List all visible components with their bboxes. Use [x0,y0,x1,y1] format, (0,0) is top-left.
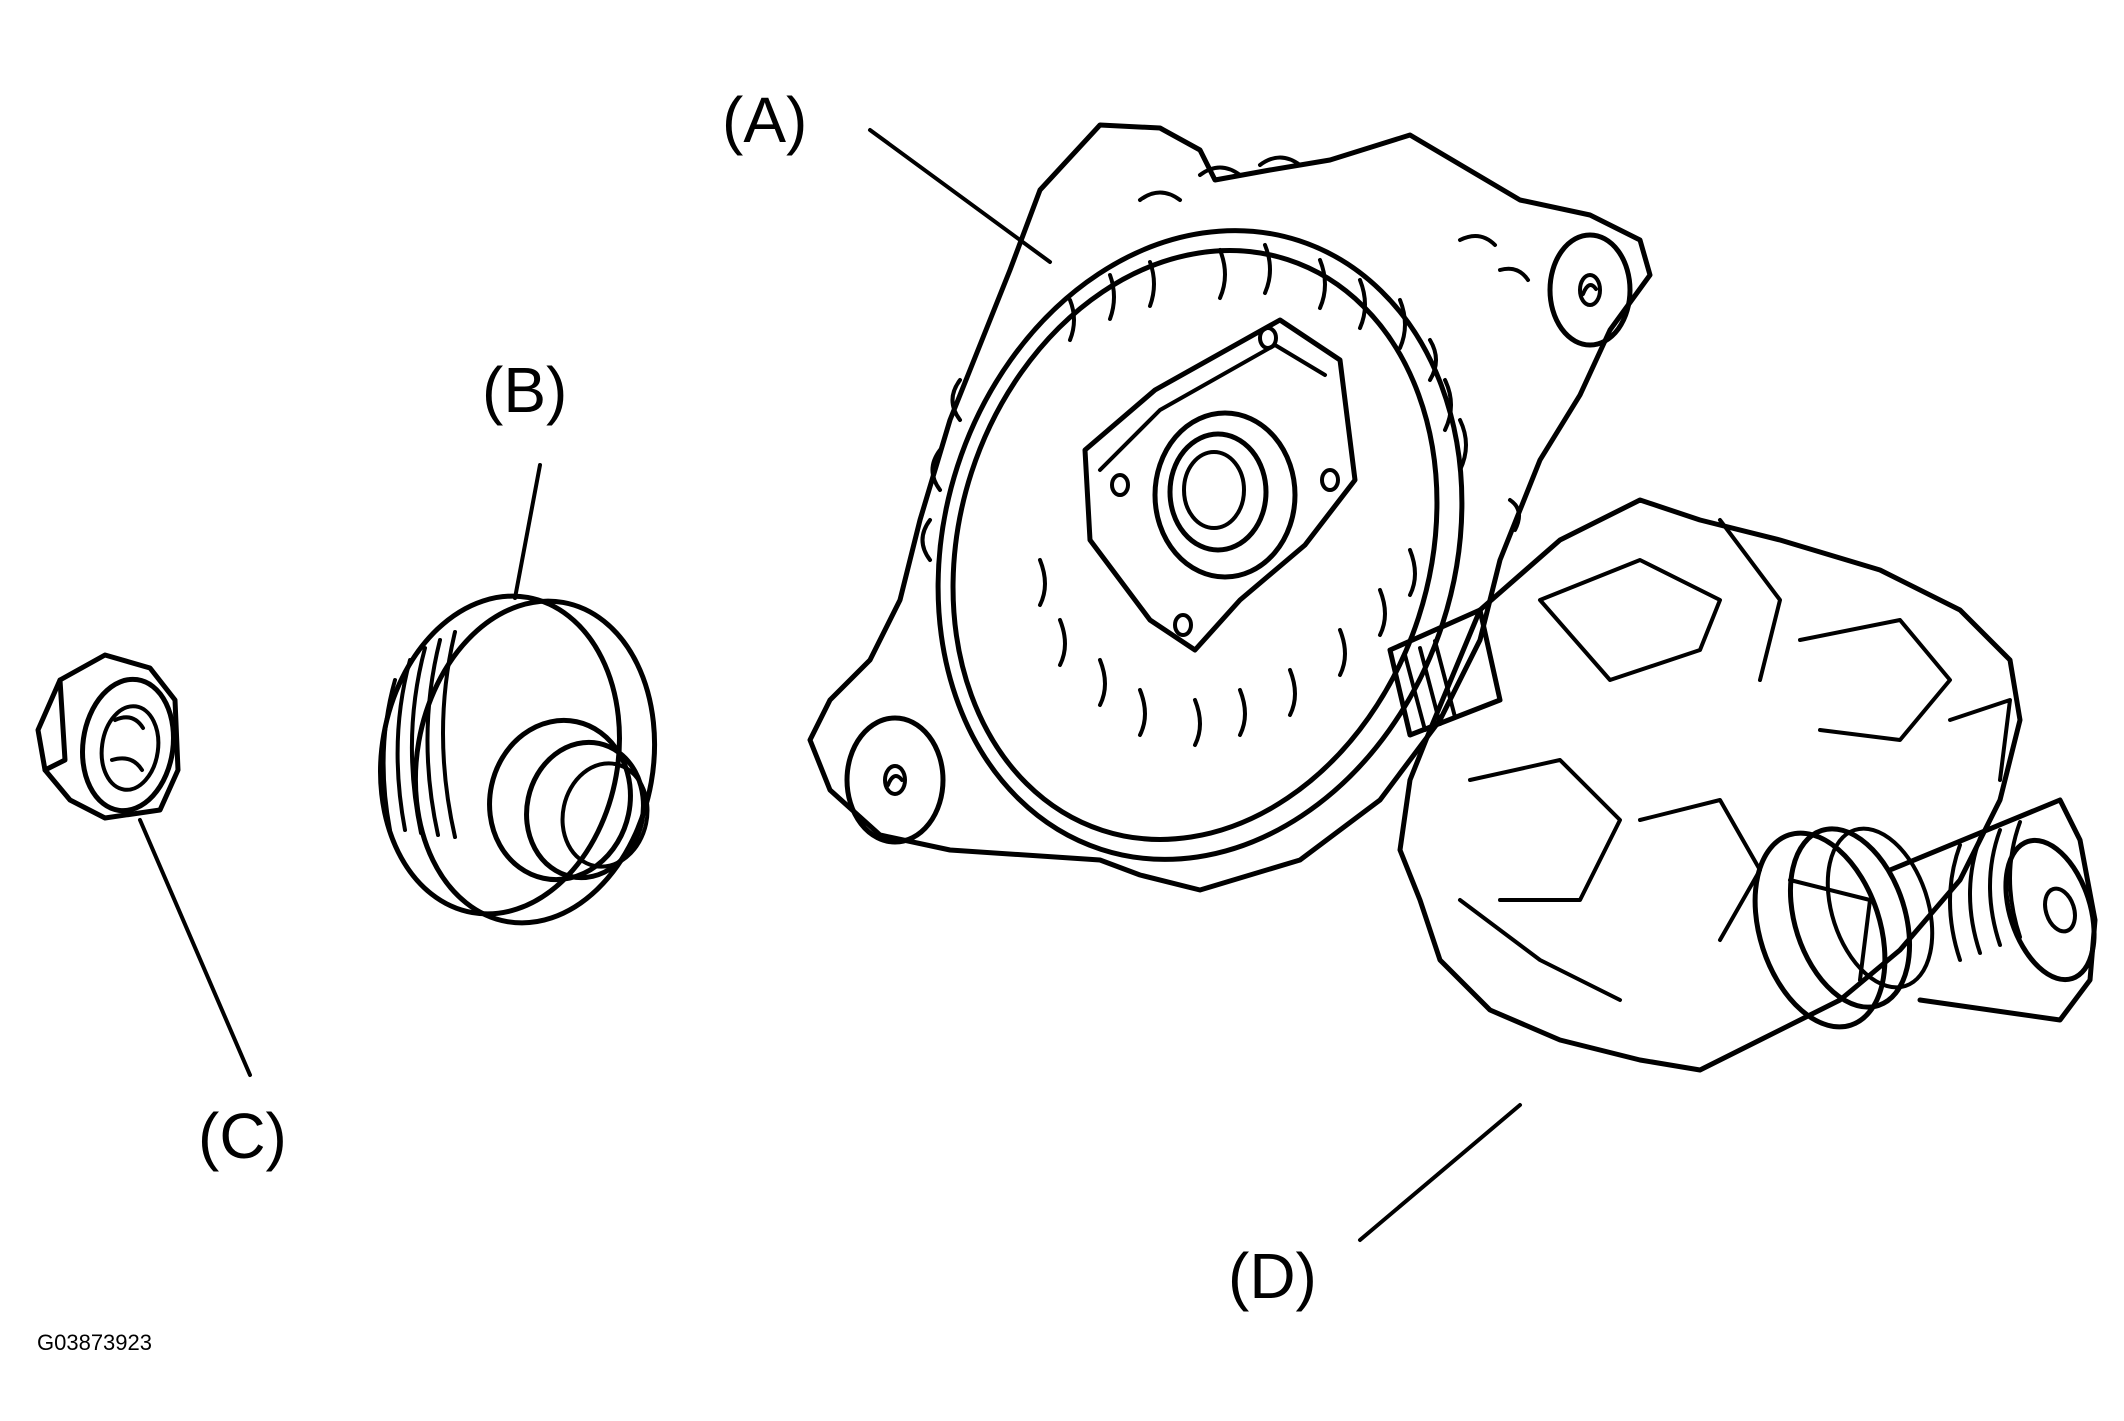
callout-label-b: (B) [482,354,567,426]
part-d-rotor [1387,497,2098,1073]
figure-id: G03873923 [37,1330,152,1355]
callout-label-d: (D) [1228,1240,1317,1312]
callout-label-a: (A) [722,84,807,156]
leader-line-b [513,463,542,600]
part-a-front-housing [807,122,1653,893]
leader-line-a [868,128,1052,264]
part-c-nut [35,652,181,821]
leader-line-d [1358,1103,1522,1242]
callout-label-c: (C) [198,1100,287,1172]
leader-line-c [138,818,252,1077]
part-b-pulley [378,593,658,926]
leader-lines [138,128,1522,1242]
